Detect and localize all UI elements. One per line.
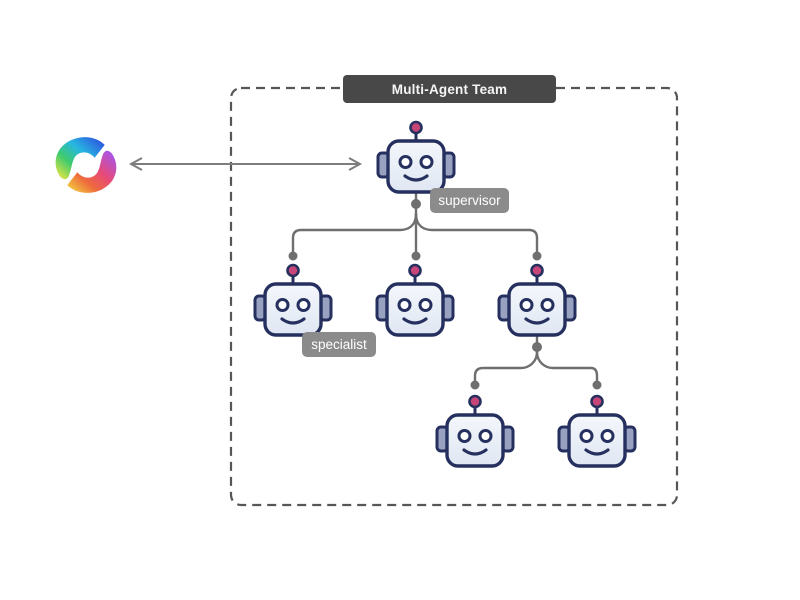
agent-sub-2 <box>557 393 637 473</box>
agent-supervisor <box>376 119 456 199</box>
supervisor-branch-lines <box>288 186 542 261</box>
specialist-label: specialist <box>302 332 376 357</box>
bidirectional-arrow <box>128 157 363 171</box>
specialist-branch-lines <box>470 334 602 390</box>
supervisor-label: supervisor <box>430 188 509 213</box>
agent-specialist-3 <box>497 262 577 342</box>
agent-specialist-1 <box>253 262 333 342</box>
team-title: Multi-Agent Team <box>343 75 556 103</box>
agent-sub-1 <box>435 393 515 473</box>
copilot-logo-icon <box>55 137 117 193</box>
agent-specialist-2 <box>375 262 455 342</box>
